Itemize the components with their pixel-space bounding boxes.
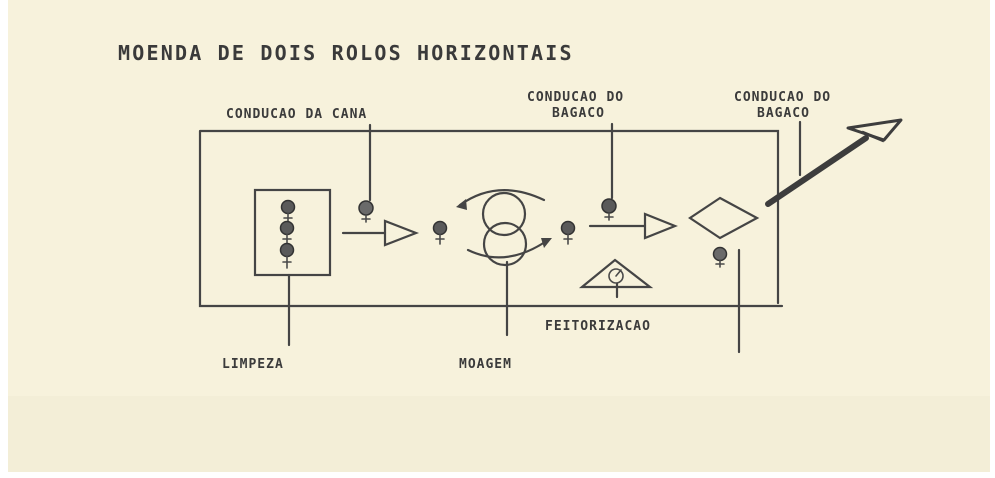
diagram-title: MOENDA DE DOIS ROLOS HORIZONTAIS xyxy=(118,41,574,65)
label-conducao-do-bagaco-2-line2: BAGACO xyxy=(757,106,810,121)
upper-rotation-arrow xyxy=(458,189,546,207)
conducao-cana-worker-symbol xyxy=(358,200,374,223)
worker-symbol xyxy=(279,242,295,269)
upper-rotation-arrowhead xyxy=(456,199,467,210)
feitorizacao-gauge xyxy=(608,268,624,284)
label-conducao-da-cana: CONDUCAO DA CANA xyxy=(226,107,367,122)
mill-enclosure xyxy=(198,129,784,308)
worker-symbol xyxy=(279,220,295,244)
label-limpeza: LIMPEZA xyxy=(222,357,284,372)
moagem-worker-symbol xyxy=(432,220,448,245)
label-conducao-do-bagaco-1-line1: CONDUCAO DO xyxy=(527,90,624,105)
label-conducao-do-bagaco-2-line1: CONDUCAO DO xyxy=(734,90,831,105)
limpeza-box xyxy=(253,188,332,277)
conveyor-triangle-2 xyxy=(643,212,678,240)
conducao-bagaco-1-worker-symbol xyxy=(601,198,617,221)
paper-background xyxy=(8,0,990,472)
upper-roller xyxy=(481,191,527,237)
limpeza-worker-symbols xyxy=(279,199,296,269)
diamond-worker-symbol xyxy=(712,246,728,268)
conveyor-triangle-1 xyxy=(383,219,420,247)
lower-rotation-arrowhead xyxy=(541,238,552,248)
label-moagem: MOAGEM xyxy=(459,357,512,372)
label-feitorizacao: FEITORIZACAO xyxy=(545,319,651,334)
bagaco-diamond xyxy=(688,196,760,240)
lower-roller xyxy=(482,221,528,267)
label-conducao-do-bagaco-1-line2: BAGACO xyxy=(552,106,605,121)
inclined-bagaco-conveyor xyxy=(765,135,869,207)
feitorizacao-gauge-needle xyxy=(615,269,622,277)
inclined-conveyor-head xyxy=(861,130,885,143)
worker-symbol xyxy=(280,199,296,223)
lower-rotation-arrow xyxy=(466,240,547,259)
post-mill-worker-symbol xyxy=(560,220,576,245)
paper-shadow-edge xyxy=(8,396,990,472)
